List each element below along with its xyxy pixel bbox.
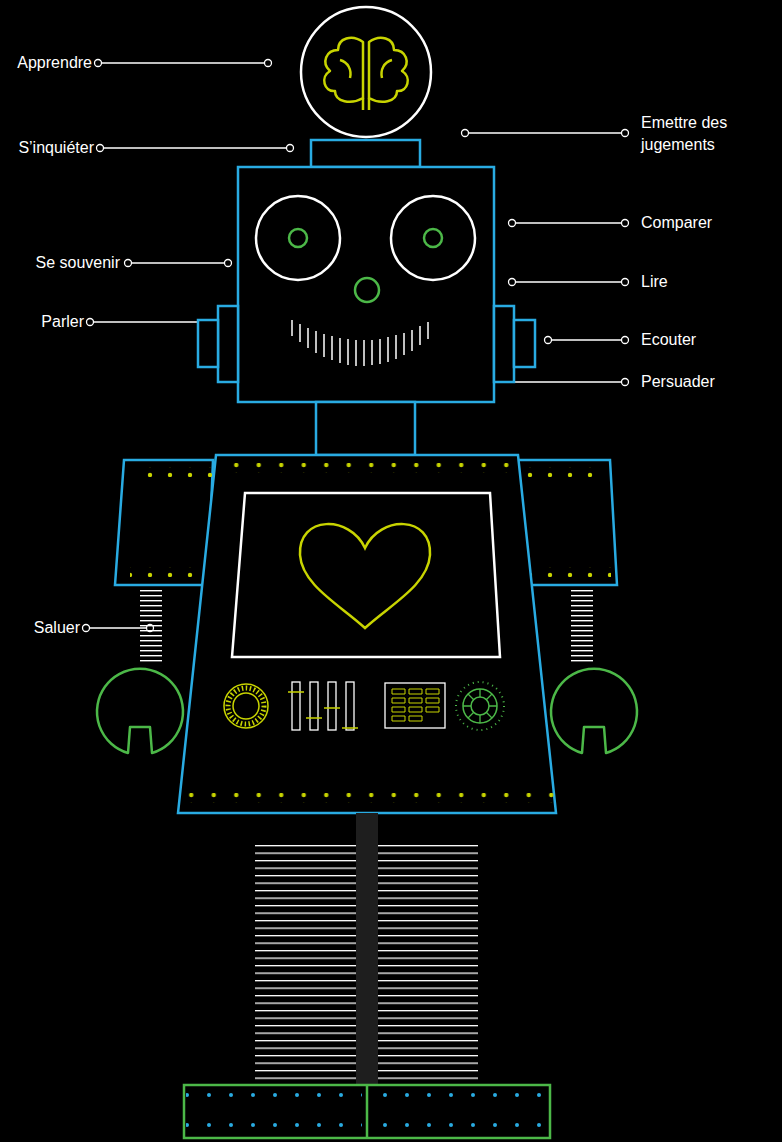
robot-body bbox=[178, 455, 556, 813]
rivet-dots bbox=[186, 1122, 362, 1132]
chest-screen bbox=[232, 493, 500, 657]
robot-head bbox=[238, 167, 494, 402]
rivet-dots bbox=[376, 1092, 552, 1102]
robot-eye bbox=[391, 196, 475, 280]
brain-symbol bbox=[324, 38, 407, 110]
robot-eye bbox=[256, 196, 340, 280]
robot-ear bbox=[494, 306, 514, 382]
robot-ear bbox=[218, 306, 238, 382]
rivet-dots bbox=[184, 793, 567, 803]
robot-shoulder bbox=[115, 460, 213, 585]
arm-spring bbox=[140, 590, 162, 662]
robot-hand bbox=[551, 669, 637, 753]
rivet-dots bbox=[376, 1122, 552, 1132]
callout-label: Persuader bbox=[641, 371, 715, 393]
robot-ear bbox=[514, 320, 535, 367]
robot-ear bbox=[198, 320, 218, 367]
rivet-dots bbox=[531, 567, 611, 577]
heart-symbol bbox=[300, 524, 430, 628]
callout-label: Saluer bbox=[34, 617, 80, 639]
callout-label: Apprendre bbox=[17, 52, 92, 74]
robot-nose bbox=[355, 278, 379, 302]
robot-shoulder bbox=[518, 460, 617, 585]
callout-label: S’inquiéter bbox=[18, 137, 94, 159]
robot-hand bbox=[97, 669, 183, 753]
rivet-dots bbox=[526, 467, 606, 477]
rivet-dots bbox=[135, 467, 215, 477]
callout-label: Se souvenir bbox=[36, 252, 121, 274]
feet-divider bbox=[366, 1085, 369, 1138]
callout-label: Ecouter bbox=[641, 329, 696, 351]
callout-label: Lire bbox=[641, 271, 668, 293]
control-panel bbox=[224, 682, 504, 730]
robot-pupil bbox=[424, 229, 442, 247]
robot-pupil bbox=[289, 229, 307, 247]
robot-neck bbox=[316, 402, 415, 455]
rivet-dots bbox=[186, 1092, 362, 1102]
robot-mouth bbox=[292, 320, 428, 366]
head-bulb bbox=[301, 7, 431, 137]
arm-spring bbox=[571, 590, 593, 662]
callout-label: Parler bbox=[41, 311, 84, 333]
bulb-neck bbox=[311, 140, 420, 167]
rivet-dots bbox=[222, 463, 515, 473]
callout-label: Emettre des jugements bbox=[641, 112, 737, 156]
rivet-dots bbox=[130, 567, 210, 577]
callout-label: Comparer bbox=[641, 212, 712, 234]
